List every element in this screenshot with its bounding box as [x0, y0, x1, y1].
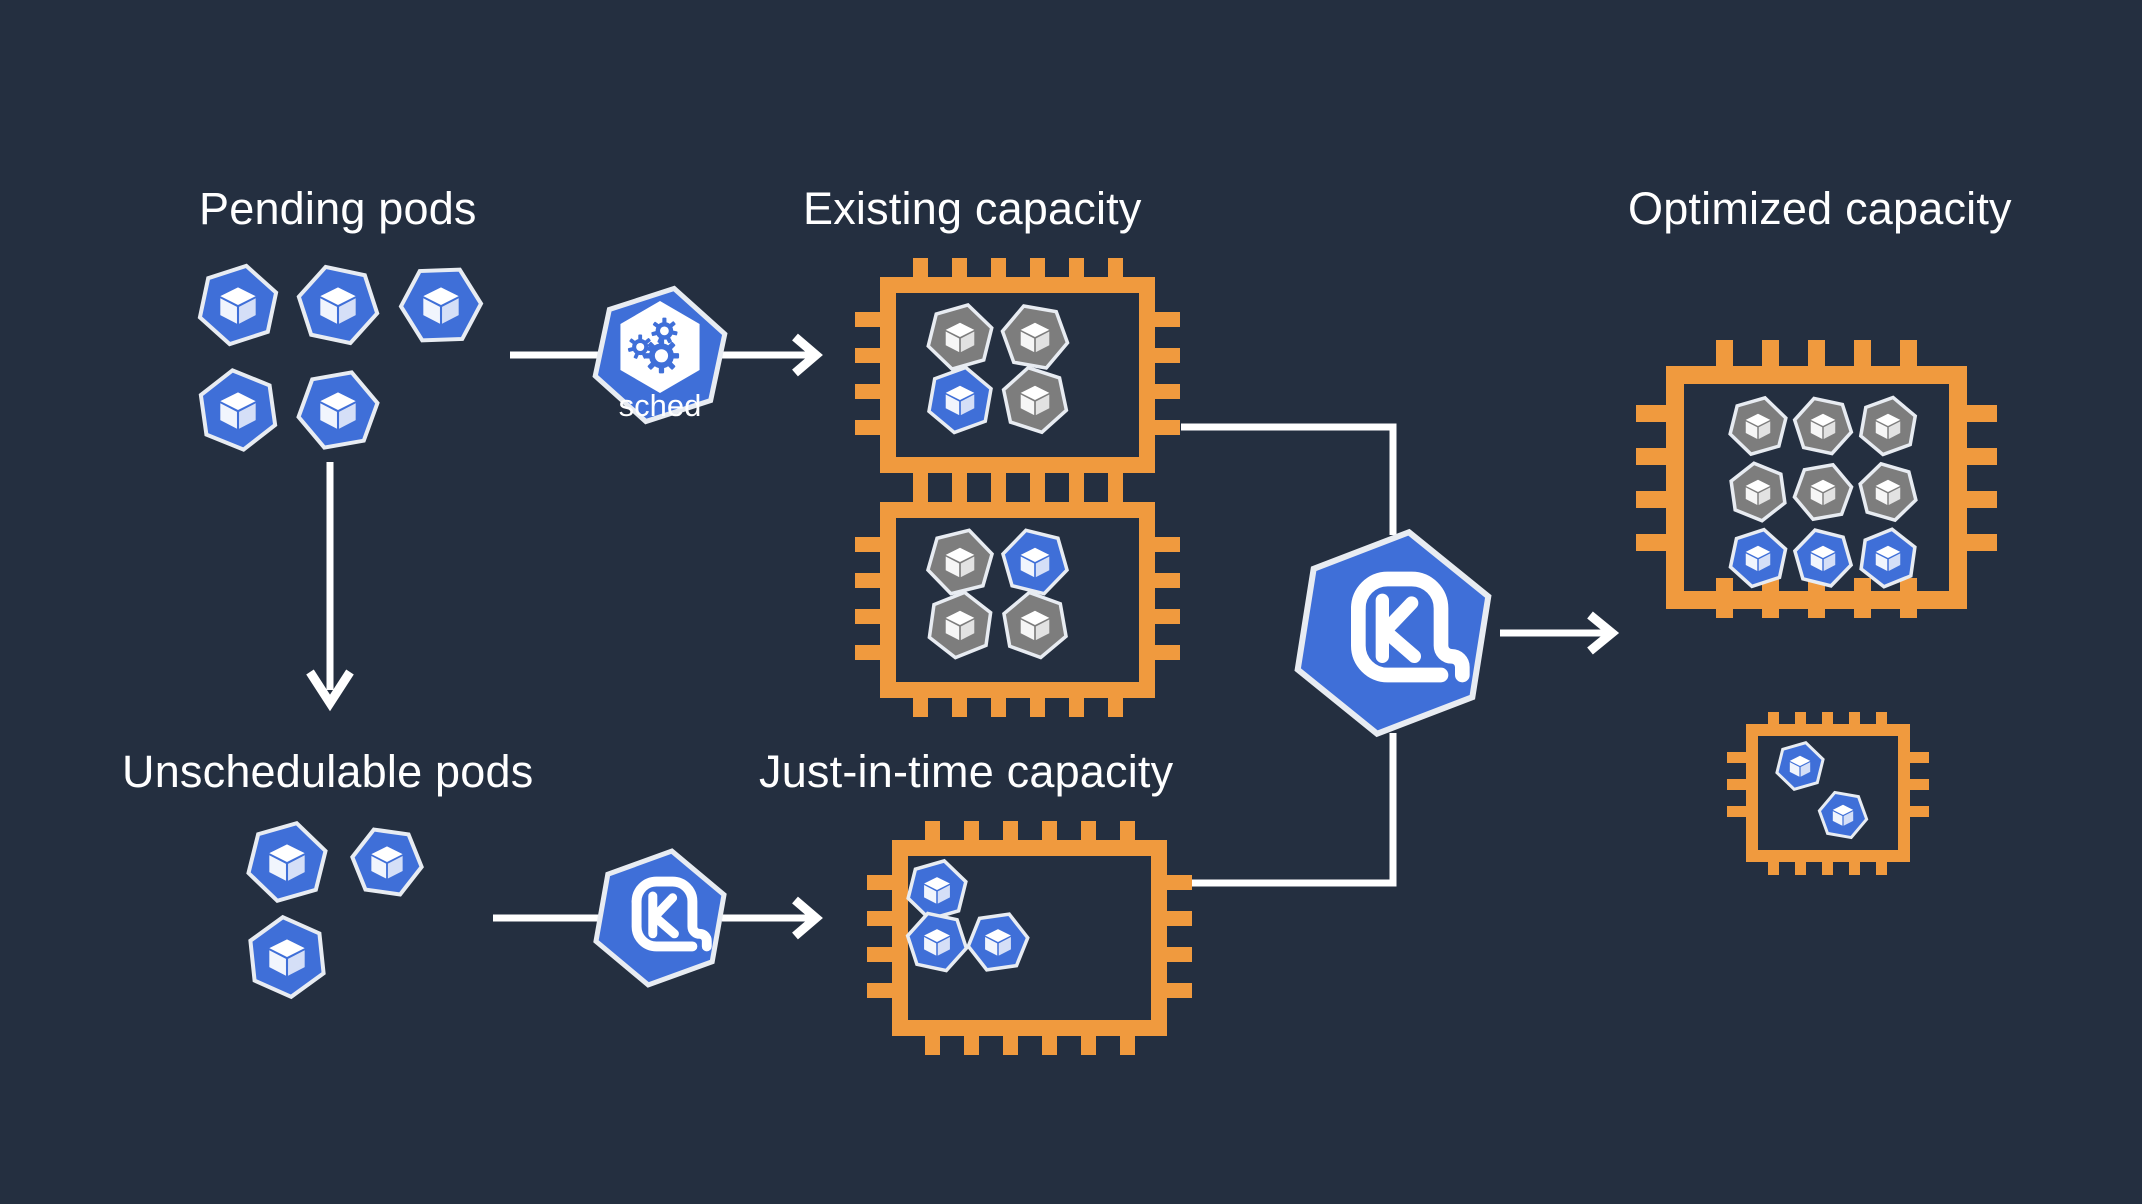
pod-icon[interactable]	[1000, 362, 1070, 438]
arrow-scheduler-to-existing	[722, 333, 823, 377]
connectors	[306, 333, 1620, 940]
pod-icon[interactable]	[924, 298, 995, 376]
pod-icon[interactable]	[1790, 391, 1856, 462]
chip-existing-bottom[interactable]	[855, 483, 1180, 717]
label-pending-pods: Pending pods	[199, 183, 477, 234]
karpenter-logo-left[interactable]	[590, 841, 730, 995]
arrow-pending-to-unschedulable	[306, 462, 354, 712]
chip-pod-grid	[923, 522, 1071, 663]
chip-body	[1746, 724, 1910, 862]
chip-body	[880, 277, 1155, 473]
pod-icon[interactable]	[392, 253, 491, 356]
chip-existing-top[interactable]	[855, 258, 1180, 492]
chip-body	[1666, 366, 1967, 609]
arrow-karpenter-to-optimized	[1500, 611, 1620, 655]
chip-pod-grid	[903, 858, 1034, 979]
pod-icon[interactable]	[923, 522, 996, 601]
pod-icon[interactable]	[926, 363, 994, 438]
chip-pod-grid	[1774, 738, 1871, 844]
pod-icon[interactable]	[963, 904, 1034, 979]
pod-icon[interactable]	[293, 256, 384, 354]
pod-icon[interactable]	[1727, 392, 1790, 460]
chip-body	[880, 502, 1155, 698]
pod-icon[interactable]	[248, 914, 326, 1001]
pod-icon[interactable]	[1859, 526, 1917, 590]
pod-icon[interactable]	[1729, 460, 1787, 524]
pod-icon[interactable]	[1857, 458, 1920, 526]
label-unschedulable-pods: Unschedulable pods	[122, 746, 534, 797]
arrow-karpenter-to-jit	[722, 896, 823, 940]
chip-pins	[855, 483, 1180, 717]
pod-icon[interactable]	[1774, 738, 1826, 795]
chip-optimized-large[interactable]	[1636, 340, 1997, 618]
pod-icon[interactable]	[1858, 393, 1918, 459]
pod-icon[interactable]	[346, 818, 428, 906]
pod-icon[interactable]	[903, 905, 971, 978]
pod-icon[interactable]	[997, 296, 1073, 378]
pod-icon[interactable]	[1791, 523, 1855, 593]
label-optimized-capacity: Optimized capacity	[1628, 183, 2012, 234]
unschedulable-pods-group	[244, 815, 428, 1001]
chip-just-in-time[interactable]	[867, 821, 1192, 1055]
karpenter-logo-center[interactable]	[1290, 518, 1497, 747]
pod-icon[interactable]	[927, 588, 993, 661]
pod-icon[interactable]	[1789, 456, 1856, 528]
pod-icon[interactable]	[196, 259, 281, 352]
pending-pods-group	[196, 253, 491, 460]
bracket-jit-to-karpenter	[1181, 733, 1397, 887]
pod-icon[interactable]	[1001, 588, 1069, 663]
pod-icon[interactable]	[292, 361, 385, 460]
label-existing-capacity: Existing capacity	[803, 183, 1142, 234]
pod-icon[interactable]	[198, 366, 278, 455]
bracket-existing-to-karpenter	[1181, 423, 1397, 535]
chip-pod-grid	[1727, 391, 1920, 593]
chip-pod-grid	[924, 296, 1073, 438]
pod-icon[interactable]	[998, 522, 1071, 601]
label-jit-capacity: Just-in-time capacity	[759, 746, 1174, 797]
chip-body	[892, 840, 1167, 1036]
scheduler-caption: sched	[619, 388, 702, 423]
pod-icon[interactable]	[1727, 524, 1788, 591]
pod-icon[interactable]	[1815, 785, 1871, 844]
pod-icon[interactable]	[244, 815, 331, 909]
kube-scheduler-node[interactable]: sched	[588, 276, 732, 434]
chip-optimized-small[interactable]	[1727, 712, 1929, 875]
gears-icon	[620, 301, 700, 393]
